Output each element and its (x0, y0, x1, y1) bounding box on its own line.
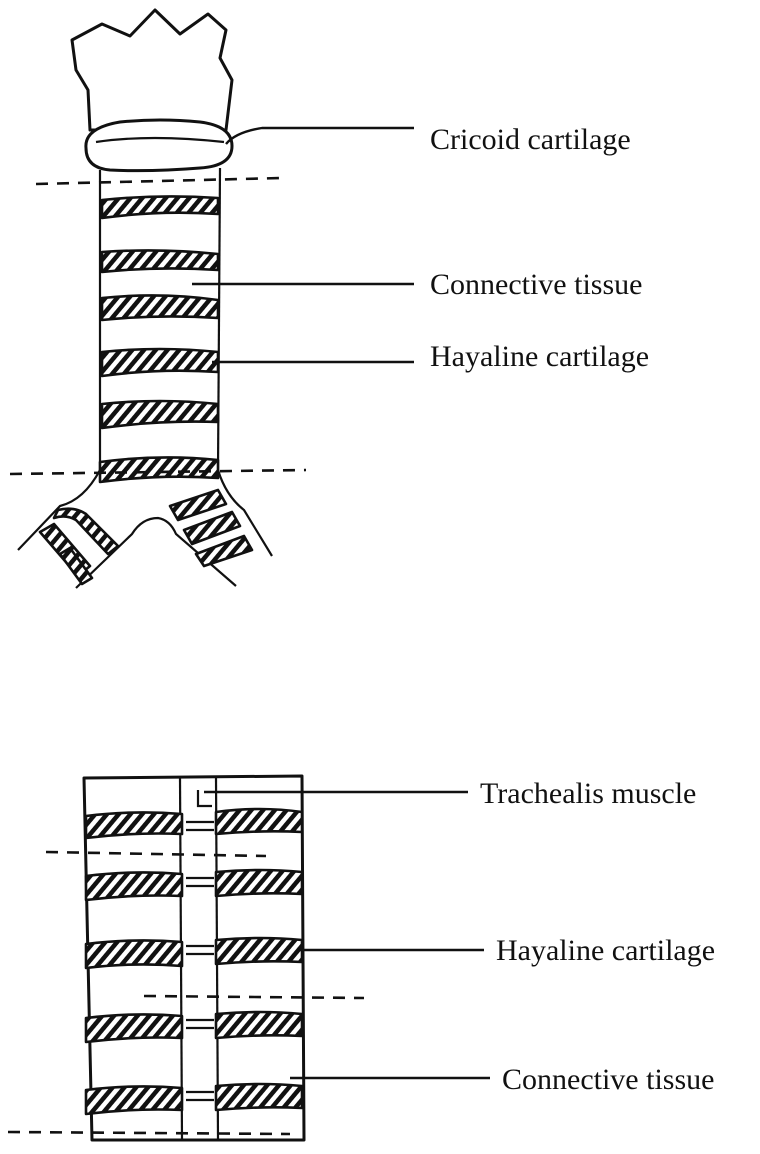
upper-section-line-1 (36, 178, 282, 184)
lower-ring-4-left (86, 1014, 182, 1042)
upper-cartilage-ring-1 (102, 196, 218, 218)
lower-ring-4-right (216, 1012, 302, 1038)
label-cricoid-cartilage: Cricoid cartilage (430, 123, 631, 156)
larynx-outline (72, 10, 232, 130)
label-connective-tissue-upper: Connective tissue (430, 268, 642, 301)
lower-ring-3-left (86, 940, 182, 968)
upper-cartilage-ring-6 (100, 457, 218, 482)
upper-cartilage-ring-2 (102, 250, 218, 272)
label-connective-tissue-lower: Connective tissue (502, 1063, 714, 1096)
label-trachealis-muscle: Trachealis muscle (480, 777, 696, 810)
lower-ring-2-right (216, 870, 302, 896)
label-hyaline-cartilage-upper: Hayaline cartilage (430, 340, 649, 373)
lower-ring-5-left (86, 1086, 182, 1114)
label-hyaline-cartilage-lower: Hayaline cartilage (496, 934, 715, 967)
upper-cartilage-ring-4 (102, 349, 218, 376)
upper-cartilage-ring-5 (102, 401, 218, 428)
upper-trachea-figure: Cricoid cartilage Connective tissue Haya… (10, 10, 649, 588)
upper-cartilage-ring-3 (102, 295, 218, 320)
cricoid-cartilage (86, 120, 232, 171)
lower-ring-2-left (86, 872, 182, 900)
right-bronchus-ring-1 (170, 490, 226, 520)
lower-ring-5-right (216, 1084, 302, 1110)
right-bronchus-ring-2 (184, 512, 240, 544)
leader-cricoid (226, 128, 414, 144)
lower-ring-1-right (216, 809, 302, 834)
lower-ring-3-right (216, 938, 302, 964)
lower-trachea-figure: Trachealis muscle Hayaline cartilage Con… (8, 776, 715, 1140)
lower-ring-1-left (86, 812, 182, 838)
